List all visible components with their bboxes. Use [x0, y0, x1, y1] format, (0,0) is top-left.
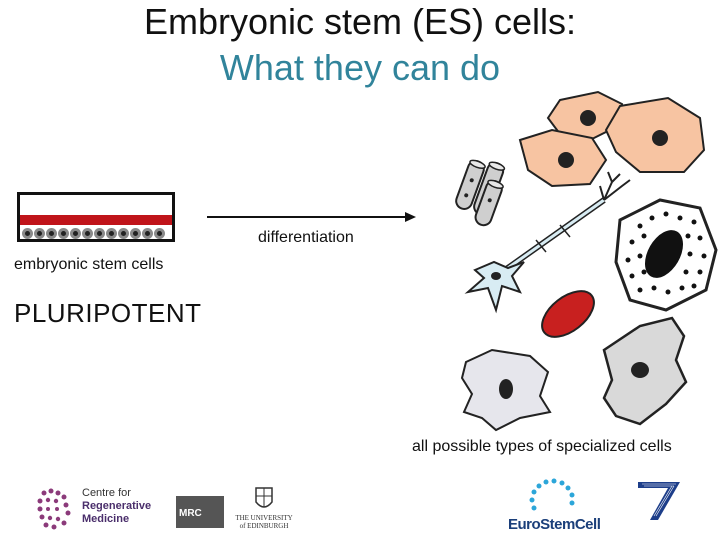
- crm-line-1: Centre for: [82, 487, 131, 499]
- es-cell: [22, 228, 33, 239]
- macrophage: [460, 348, 552, 432]
- es-cell: [130, 228, 141, 239]
- red-blood-cell: [541, 290, 595, 338]
- fp7-logo: [624, 478, 694, 534]
- es-cell: [34, 228, 45, 239]
- eurostemcell-wordmark: EuroStemCell: [508, 516, 601, 533]
- neuron: [464, 171, 631, 314]
- culture-dish: [17, 192, 175, 242]
- eurostemcell-dots-icon: [529, 478, 575, 511]
- fp7-seven-icon: [638, 482, 680, 520]
- es-cell: [94, 228, 105, 239]
- uoe-line-1: THE UNIVERSITY: [235, 514, 293, 522]
- specialized-cells-illustration: [455, 90, 718, 432]
- es-cell: [142, 228, 153, 239]
- differentiation-arrow: [207, 212, 416, 222]
- differentiation-label: differentiation: [258, 229, 354, 246]
- crm-wordmark: Centre for Regenerative Medicine: [82, 487, 151, 526]
- fibroblast-cell: [602, 316, 688, 426]
- edinburgh-wordmark: THE UNIVERSITY of EDINBURGH: [232, 514, 296, 530]
- slide-title: Embryonic stem (ES) cells:: [143, 1, 577, 42]
- skin-cells: [518, 90, 706, 188]
- es-cell: [154, 228, 165, 239]
- es-cell: [46, 228, 57, 239]
- edinburgh-crest-icon: [255, 487, 273, 508]
- es-cells-label: embryonic stem cells: [14, 256, 164, 273]
- es-cell-row: [22, 228, 165, 239]
- crm-line-3: Medicine: [82, 513, 130, 525]
- eurostemcell-logo: EuroStemCell: [506, 478, 602, 534]
- crm-line-2: Regenerative: [82, 500, 152, 512]
- es-cell: [70, 228, 81, 239]
- university-edinburgh-logo: THE UNIVERSITY of EDINBURGH: [232, 486, 296, 532]
- pluripotent-label: PLURIPOTENT: [14, 298, 202, 328]
- mrc-logo: MRC: [176, 496, 224, 528]
- secretory-cell: [614, 198, 718, 312]
- es-cell: [106, 228, 117, 239]
- specialized-cells-label: all possible types of specialized cells: [412, 438, 672, 455]
- crm-logo: Centre for Regenerative Medicine: [36, 487, 176, 531]
- mrc-wordmark: MRC: [179, 508, 202, 519]
- uoe-line-2: of EDINBURGH: [239, 522, 289, 530]
- es-cell: [58, 228, 69, 239]
- culture-medium: [20, 215, 172, 225]
- es-cell: [118, 228, 129, 239]
- muscle-fibers: [455, 159, 506, 227]
- crm-dots-icon: [37, 488, 71, 530]
- es-cell: [82, 228, 93, 239]
- slide-subtitle: What they can do: [219, 47, 501, 88]
